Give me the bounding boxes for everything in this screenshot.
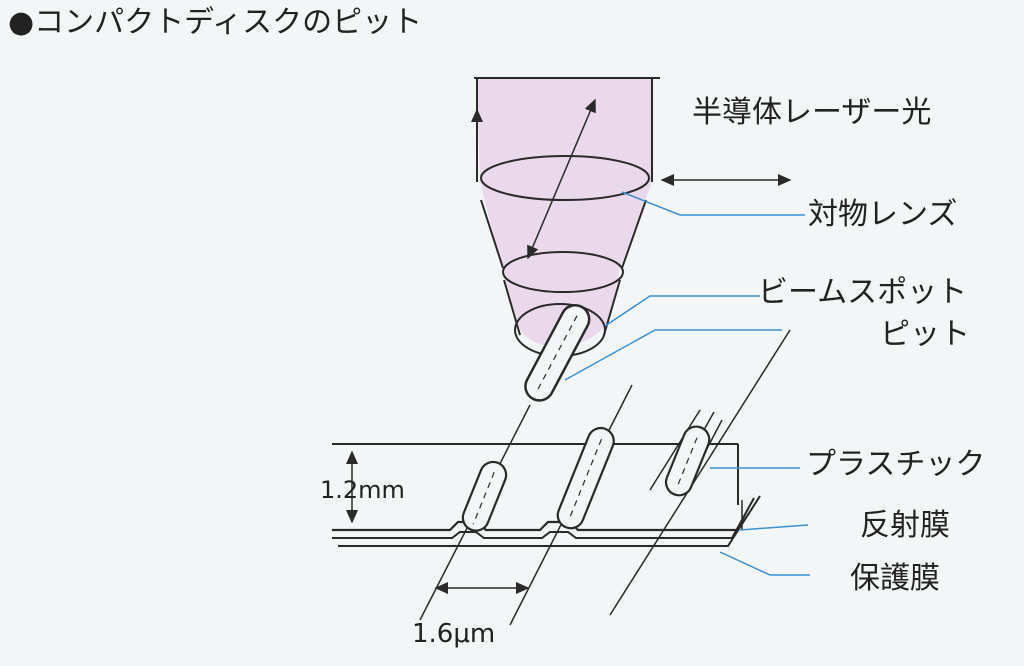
objective-lens-label: 対物レンズ [808, 197, 957, 232]
thickness-label: 1.2mm [320, 476, 405, 504]
reflective-film-label: 反射膜 [860, 508, 950, 543]
leader-lines [564, 191, 810, 576]
beam-narrowing-ellipse [502, 251, 624, 293]
objective-lens-ellipse [480, 155, 650, 201]
beam-spot-label: ビームスポット [758, 275, 967, 310]
track-pitch-label: 1.6μm [412, 619, 495, 649]
plastic-label: プラスチック [806, 447, 985, 482]
protective-film-label: 保護膜 [850, 561, 940, 596]
page-title: ●コンパクトディスクのピット [8, 5, 422, 40]
track-guide-lines [419, 329, 791, 626]
pit-label: ピット [880, 317, 970, 352]
laser-label: 半導体レーザー光 [692, 95, 931, 130]
disc-pit-1 [461, 460, 508, 532]
magnified-pit [524, 304, 591, 402]
disc-pit-3 [664, 425, 711, 497]
laser-beam [471, 77, 660, 347]
disc-pit-2 [556, 426, 615, 530]
